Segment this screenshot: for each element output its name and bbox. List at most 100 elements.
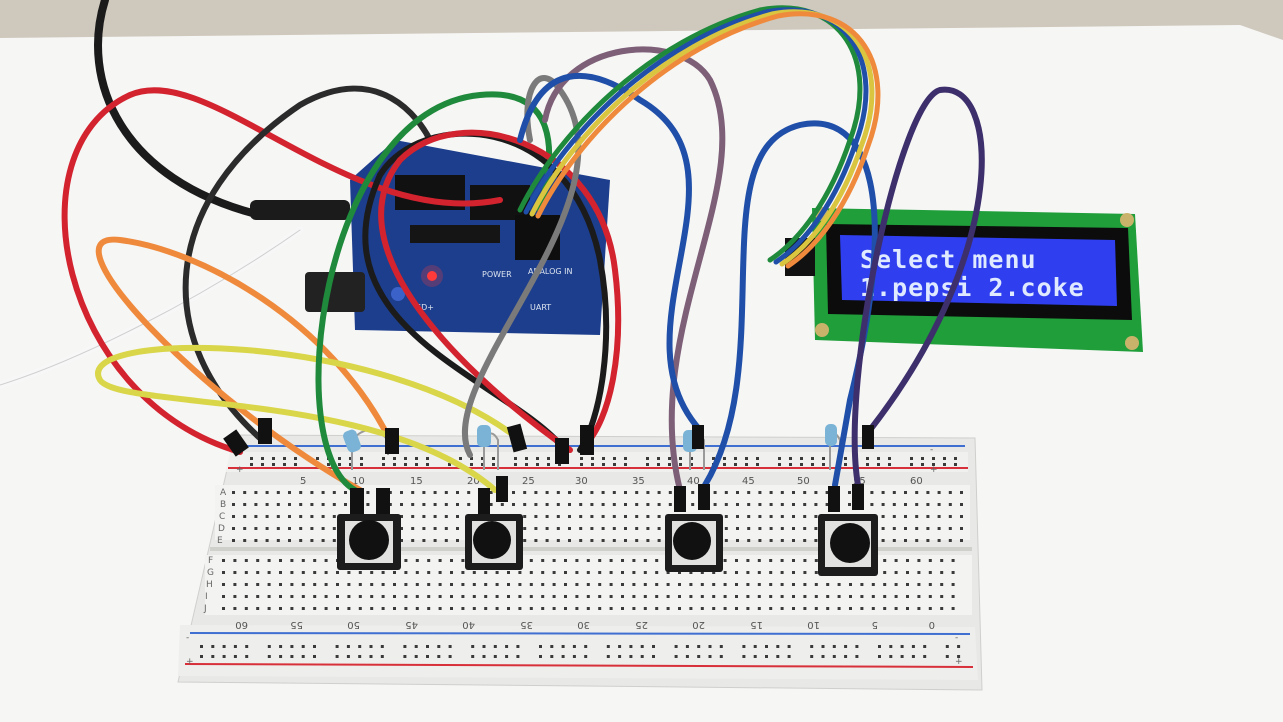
breadboard-hole xyxy=(232,503,235,506)
breadboard-hole xyxy=(612,503,616,506)
breadboard-hole xyxy=(629,645,633,648)
col-num-bottom: 60 xyxy=(235,619,248,630)
breadboard-hole xyxy=(414,645,418,648)
breadboard-hole xyxy=(742,655,746,658)
breadboard-hole xyxy=(438,559,442,562)
breadboard-hole xyxy=(579,527,583,530)
breadboard-hole xyxy=(848,491,851,494)
breadboard-hole xyxy=(724,491,728,494)
breadboard-hole xyxy=(518,571,522,574)
breadboard-hole xyxy=(256,571,260,574)
wire-black-1 xyxy=(182,85,433,443)
breadboard-hole xyxy=(358,645,362,648)
breadboard-hole xyxy=(832,655,836,658)
breadboard-hole xyxy=(332,491,336,494)
breadboard-hole xyxy=(926,515,930,518)
breadboard-hole xyxy=(313,571,317,574)
breadboard-hole xyxy=(889,645,893,648)
breadboard-hole xyxy=(313,645,316,648)
power-led-glow xyxy=(421,265,443,287)
breadboard-hole xyxy=(222,559,225,562)
bottom-rail-red-line xyxy=(184,663,974,668)
breadboard-hole xyxy=(403,655,407,658)
breadboard-hole xyxy=(951,583,955,586)
breadboard-hole xyxy=(299,491,303,494)
breadboard-hole xyxy=(940,571,944,574)
breadboard-hole xyxy=(598,583,602,586)
breadboard-hole xyxy=(892,515,896,518)
breadboard-hole xyxy=(871,583,875,586)
breadboard-hole xyxy=(685,645,689,648)
pin-header xyxy=(852,484,864,510)
breadboard-hole xyxy=(301,607,305,610)
breadboard-hole xyxy=(380,645,384,648)
breadboard-hole xyxy=(244,559,248,562)
col-num-bottom: 5 xyxy=(872,619,878,630)
breadboard-hole xyxy=(822,463,825,466)
breadboard-hole xyxy=(646,515,650,518)
breadboard-hole xyxy=(370,607,374,610)
breadboard-hole xyxy=(937,491,941,494)
breadboard-hole xyxy=(765,655,768,658)
breadboard-hole xyxy=(632,607,636,610)
breadboard-hole xyxy=(493,645,497,648)
breadboard-hole xyxy=(837,607,841,610)
breadboard-hole xyxy=(780,595,784,598)
breadboard-hole xyxy=(336,583,339,586)
breadboard-hole xyxy=(666,583,670,586)
breadboard-hole xyxy=(332,503,336,506)
row-letter: I xyxy=(205,592,208,602)
breadboard-hole xyxy=(243,491,247,494)
breadboard-hole xyxy=(700,607,704,610)
breadboard-hole xyxy=(951,607,955,610)
breadboard-hole xyxy=(789,463,792,466)
breadboard-hole xyxy=(222,655,226,658)
breadboard-hole xyxy=(632,571,636,574)
breadboard-hole xyxy=(489,491,493,494)
breadboard-hole xyxy=(960,527,963,530)
breadboard-hole xyxy=(427,607,431,610)
breadboard-hole xyxy=(232,515,235,518)
breadboard-hole xyxy=(601,515,605,518)
breadboard-hole xyxy=(575,571,579,574)
breadboard-hole xyxy=(814,571,818,574)
breadboard-hole xyxy=(849,583,852,586)
breadboard-hole xyxy=(723,457,726,460)
col-num: 30 xyxy=(575,476,588,487)
breadboard-hole xyxy=(601,539,605,542)
breadboard-hole xyxy=(926,527,930,530)
breadboard-hole xyxy=(344,503,347,506)
breadboard-hole xyxy=(612,515,616,518)
breadboard-hole xyxy=(529,571,533,574)
breadboard-hole xyxy=(256,559,260,562)
header-row xyxy=(410,225,500,243)
breadboard-hole xyxy=(689,571,693,574)
breadboard-hole xyxy=(757,607,761,610)
breadboard-hole xyxy=(894,559,898,562)
breadboard-hole xyxy=(481,457,484,460)
breadboard-hole xyxy=(541,571,545,574)
breadboard-hole xyxy=(507,595,510,598)
breadboard-hole xyxy=(415,463,418,466)
breadboard-hole xyxy=(222,645,226,648)
breadboard-hole xyxy=(564,595,567,598)
center-channel xyxy=(210,547,972,551)
breadboard-hole xyxy=(404,607,408,610)
breadboard-hole xyxy=(404,583,408,586)
breadboard-hole xyxy=(792,539,795,542)
breadboard-hole xyxy=(657,539,661,542)
breadboard-hole xyxy=(243,503,247,506)
breadboard-hole xyxy=(523,491,527,494)
breadboard-hole xyxy=(358,583,362,586)
wire-mauve-1 xyxy=(542,46,726,493)
breadboard-hole xyxy=(437,645,441,648)
breadboard-hole xyxy=(500,503,504,506)
breadboard-hole xyxy=(624,491,627,494)
breadboard-hole xyxy=(301,571,305,574)
breadboard-hole xyxy=(747,527,751,530)
pin-header xyxy=(828,486,840,512)
breadboard-hole xyxy=(609,583,613,586)
breadboard-hole xyxy=(624,457,627,460)
breadboard-hole xyxy=(888,463,891,466)
breadboard-hole xyxy=(746,583,750,586)
